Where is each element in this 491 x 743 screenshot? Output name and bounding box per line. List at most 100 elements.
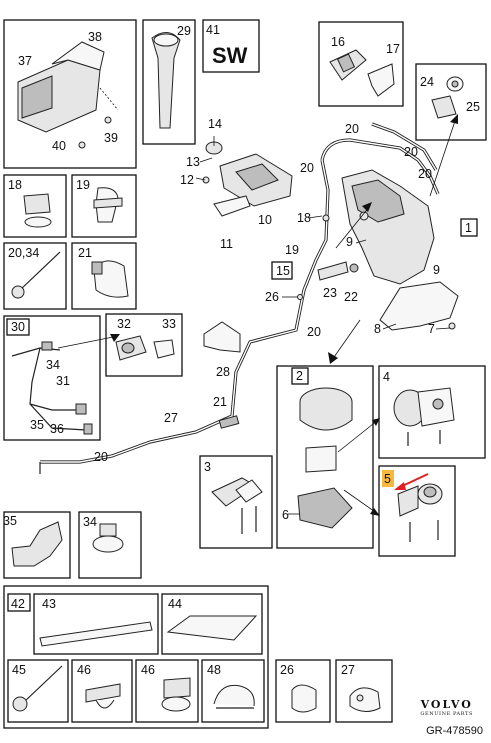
part-35-illustration [11,521,63,567]
label-15: 15 [276,264,290,278]
diagram-reference: GR-478590 [426,725,483,737]
red-pointer [394,473,429,490]
label-19a: 19 [285,243,299,257]
label-18b: 18 [8,178,22,192]
part-27-illustration [349,687,381,712]
label-26a: 26 [265,290,279,304]
label-10: 10 [258,213,272,227]
label-20a: 20 [345,122,359,136]
label-27a: 27 [164,411,178,425]
panel-part-4 [378,365,486,459]
panel-part-48 [201,659,265,723]
label-5: 5 [384,472,391,486]
panel-part-46b [135,659,199,723]
arrow-to-5 [370,508,380,516]
part-44-pad [166,615,258,641]
label-27b: 27 [341,663,355,677]
part-46a-illustration [85,683,121,709]
label-46b: 46 [141,663,155,677]
label-18a: 18 [297,211,311,225]
exhaust-muffler [218,415,240,429]
part-29-illustration [151,32,181,129]
panel-part-3 [199,455,273,549]
panel-part-43 [33,593,159,655]
panel-part-19 [71,174,137,238]
label-44: 44 [168,597,182,611]
label-40: 40 [52,139,66,153]
panel-part-26 [275,659,331,723]
label-20b: 20 [404,145,418,159]
label-23: 23 [323,286,337,300]
label-9b: 9 [433,263,440,277]
label-20f: 20 [94,450,108,464]
part-20-34-illustration [11,251,61,299]
label-8: 8 [374,322,381,336]
label-35a: 35 [30,418,44,432]
part-43-strip [39,621,153,647]
label-34a: 34 [46,358,60,372]
label-30: 30 [11,320,25,334]
brand-subtitle: GENUINE PARTS [420,711,473,717]
label-43: 43 [42,597,56,611]
label-9a: 9 [346,235,353,249]
panel-parts-16-17 [318,21,404,107]
label-32: 32 [117,317,131,331]
label-15-frame [271,261,293,280]
leader-1-to-2 [331,319,361,361]
label-31: 31 [56,374,70,388]
label-48: 48 [207,663,221,677]
panel-kit-42 [3,585,269,729]
label-41: 41 [206,23,220,37]
panel-part-5 [378,465,456,557]
label-26b: 26 [280,663,294,677]
label-25: 25 [466,100,480,114]
label-19b: 19 [76,178,90,192]
part-28 [203,321,241,353]
panel-control-unit [3,19,137,169]
label-30-frame [6,318,30,336]
label-42: 42 [11,597,25,611]
label-28: 28 [216,365,230,379]
label-6: 6 [282,508,289,522]
label-42-frame [7,593,31,612]
connector-arrows [335,114,458,249]
volvo-logo: VOLVO GENUINE PARTS [420,698,473,717]
parts-16-17-illustration [329,49,395,97]
panel-parts-24-25 [415,63,487,141]
part-46b-illustration [161,677,191,712]
parts-22-23 [317,261,359,281]
label-2: 2 [296,369,303,383]
part-26-illustration [291,684,317,713]
panel-part-21 [71,242,137,310]
part-3-illustration [211,477,263,534]
label-33: 33 [162,317,176,331]
label-14: 14 [208,117,222,131]
label-37: 37 [18,54,32,68]
label-35b: 35 [3,514,17,528]
parts-24-25-illustration [431,76,464,119]
harness-30-illustration [11,334,120,435]
label-20e: 20 [307,325,321,339]
panel-part-20-34 [3,242,67,310]
label-46a: 46 [77,663,91,677]
label-36: 36 [50,422,64,436]
panel-part-45 [7,659,69,723]
label-1-frame [460,218,478,237]
label-1: 1 [465,221,472,235]
part-45-illustration [12,665,63,712]
part-19-illustration [93,187,123,223]
label-2-frame [291,367,309,385]
arrow-1-to-2 [328,352,338,364]
label-12: 12 [180,173,194,187]
label-29: 29 [177,24,191,38]
label-3: 3 [204,460,211,474]
label-34b: 34 [83,515,97,529]
brand-name: VOLVO [420,698,473,711]
panel-part-27 [335,659,393,723]
part-4-illustration [393,387,455,446]
label-5-highlight [382,470,394,487]
label-17: 17 [386,42,400,56]
part-5-illustration [397,483,443,542]
parts-32-33-illustration [115,335,175,361]
